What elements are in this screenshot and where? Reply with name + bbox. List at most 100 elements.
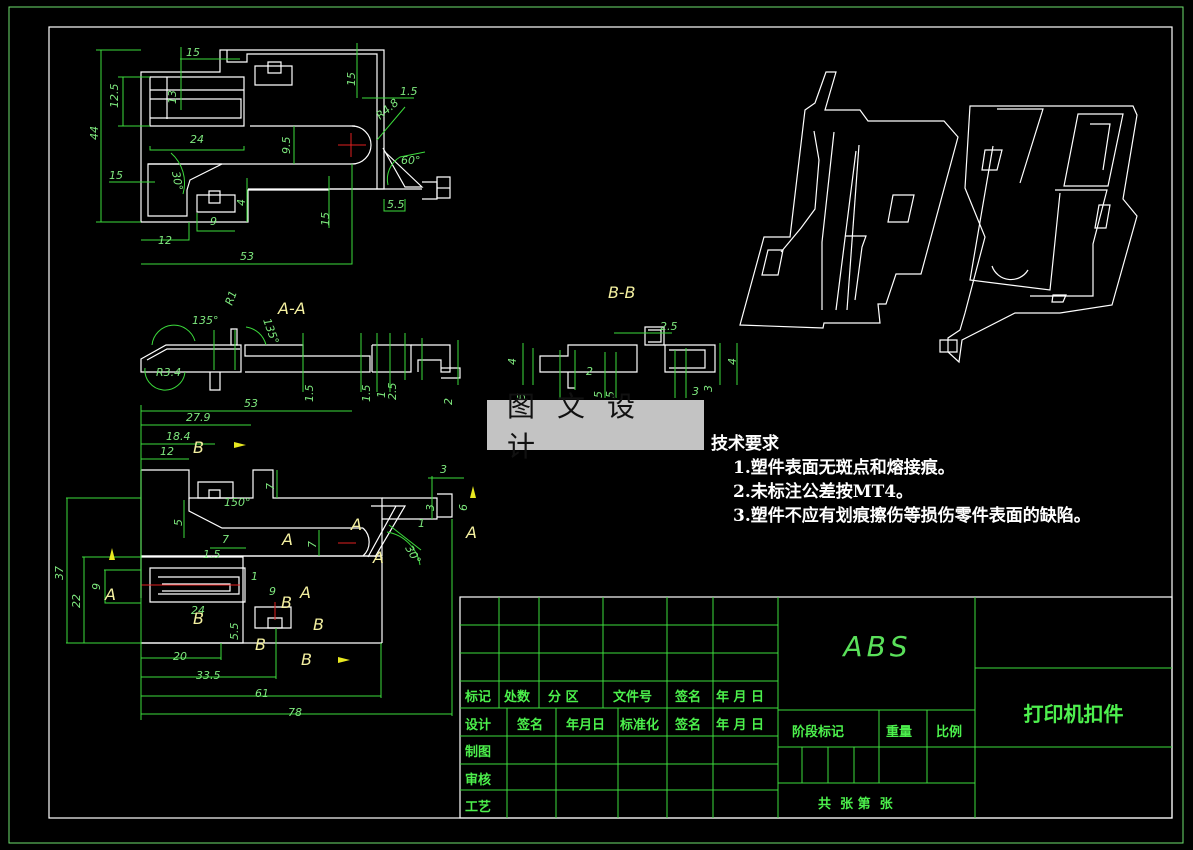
tb-std-date: 年 月 日	[716, 718, 765, 733]
svg-text:B: B	[193, 609, 204, 628]
svg-text:A: A	[281, 530, 293, 549]
svg-text:2.5: 2.5	[660, 320, 678, 333]
label-b-b: B-B	[608, 283, 635, 302]
svg-text:B: B	[281, 593, 292, 612]
svg-text:4: 4	[235, 199, 248, 206]
svg-text:B: B	[301, 650, 312, 669]
svg-text:78: 78	[288, 706, 302, 719]
svg-text:3: 3	[702, 385, 715, 392]
svg-text:9: 9	[90, 583, 103, 590]
svg-text:B: B	[313, 615, 324, 634]
tech-req-item: 2.未标注公差按MT4。	[733, 482, 914, 502]
label-a-a: A-A	[277, 299, 306, 318]
svg-text:B: B	[255, 635, 266, 654]
tech-req-item: 3.塑件不应有划痕擦伤等损伤零件表面的缺陷。	[733, 506, 1091, 526]
tb-design: 设计	[465, 718, 492, 733]
svg-text:24: 24	[190, 133, 204, 146]
svg-text:2.5: 2.5	[386, 383, 399, 401]
isometric-views	[739, 71, 1138, 364]
svg-text:3: 3	[692, 385, 699, 398]
svg-text:4: 4	[726, 358, 739, 365]
tb-standardization: 标准化	[620, 718, 660, 733]
svg-text:A: A	[465, 523, 477, 542]
svg-text:7: 7	[222, 533, 229, 546]
svg-text:2: 2	[586, 365, 593, 378]
tb-drafting: 制图	[465, 745, 492, 760]
tb-stage-mark: 阶段标记	[792, 725, 845, 740]
svg-text:135°: 135°	[192, 314, 219, 327]
svg-text:22: 22	[70, 594, 83, 608]
tb-revision-date: 年 月 日	[716, 690, 765, 705]
svg-text:13: 13	[166, 90, 179, 104]
svg-text:33.5: 33.5	[196, 669, 221, 682]
svg-text:1: 1	[251, 570, 258, 583]
svg-text:53: 53	[240, 250, 254, 263]
svg-text:12: 12	[160, 445, 174, 458]
watermark-badge: 图文设计	[487, 390, 704, 463]
svg-text:135°: 135°	[260, 317, 281, 346]
svg-text:6: 6	[457, 504, 470, 511]
tech-req-heading: 技术要求	[711, 434, 779, 454]
svg-text:53: 53	[244, 397, 258, 410]
tb-design-date: 年月日	[566, 718, 606, 733]
svg-text:A: A	[372, 548, 384, 567]
top-view: 15 12.5 13 44 24 9.5 15 1.5 R4.8 60° 15 …	[88, 43, 451, 265]
technical-requirements: 技术要求 1.塑件表面无斑点和熔接痕。 2.未标注公差按MT4。 3.塑件不应有…	[711, 432, 1091, 528]
svg-text:3: 3	[440, 463, 447, 476]
svg-text:R1: R1	[223, 289, 240, 307]
tech-req-item: 1.塑件表面无斑点和熔接痕。	[733, 458, 955, 478]
svg-text:7: 7	[306, 541, 319, 548]
part-title: 打印机扣件	[1023, 702, 1124, 726]
title-block-grid	[459, 596, 1173, 819]
svg-text:R3.4: R3.4	[156, 366, 181, 379]
tb-revision-mark: 标记	[465, 690, 492, 705]
svg-text:5: 5	[515, 393, 528, 400]
svg-text:15: 15	[345, 72, 358, 86]
svg-text:A: A	[299, 583, 311, 602]
svg-text:9: 9	[210, 215, 217, 228]
svg-text:A: A	[104, 585, 116, 604]
tb-revision-count: 处数	[504, 690, 531, 705]
svg-text:1.5: 1.5	[203, 548, 221, 561]
svg-text:9.5: 9.5	[280, 137, 293, 155]
svg-text:9: 9	[269, 585, 276, 598]
tb-process: 工艺	[465, 800, 492, 815]
svg-text:5: 5	[172, 519, 185, 526]
tb-std-sign: 签名	[675, 718, 702, 733]
svg-text:3: 3	[424, 504, 437, 511]
svg-text:24: 24	[191, 604, 205, 617]
tb-review: 审核	[465, 773, 492, 788]
svg-text:1.5: 1.5	[400, 85, 418, 98]
tb-revision-doc: 文件号	[613, 690, 653, 705]
svg-text:15: 15	[186, 46, 200, 59]
svg-text:7: 7	[264, 483, 277, 490]
svg-text:2: 2	[442, 398, 455, 405]
svg-text:1.5: 1.5	[360, 385, 373, 403]
svg-text:5: 5	[592, 391, 605, 398]
svg-text:60°: 60°	[401, 154, 421, 167]
svg-text:1: 1	[375, 391, 388, 398]
tb-weight: 重量	[886, 725, 913, 740]
svg-text:1.5: 1.5	[303, 385, 316, 403]
svg-text:R4.8: R4.8	[374, 96, 402, 122]
svg-text:A: A	[350, 515, 362, 534]
material-label: ABS	[843, 630, 912, 663]
svg-text:5: 5	[604, 391, 617, 398]
tb-design-sign: 签名	[517, 718, 544, 733]
section-a-a: A-A 135° R1 135° R3.4 1.5 1.5 1 2.5 2	[140, 289, 461, 405]
tb-scale: 比例	[936, 725, 963, 740]
svg-text:37: 37	[53, 566, 66, 580]
svg-text:12.5: 12.5	[108, 84, 121, 109]
svg-text:30°: 30°	[169, 170, 185, 191]
svg-text:150°: 150°	[224, 496, 251, 509]
svg-text:30°: 30°	[402, 543, 423, 566]
svg-text:12: 12	[158, 234, 172, 247]
tb-revision-sign: 签名	[675, 690, 702, 705]
section-b-b: B-B 2.5 4 5 2 5 5 3 3 4	[506, 283, 739, 400]
svg-text:4: 4	[506, 358, 519, 365]
front-view: 53 27.9 18.4 12 7 150° 5 7 3 3 6 1 30° 3…	[53, 397, 477, 720]
svg-text:5.5: 5.5	[228, 623, 241, 641]
svg-text:15: 15	[319, 212, 332, 226]
outer-border	[8, 6, 1184, 844]
